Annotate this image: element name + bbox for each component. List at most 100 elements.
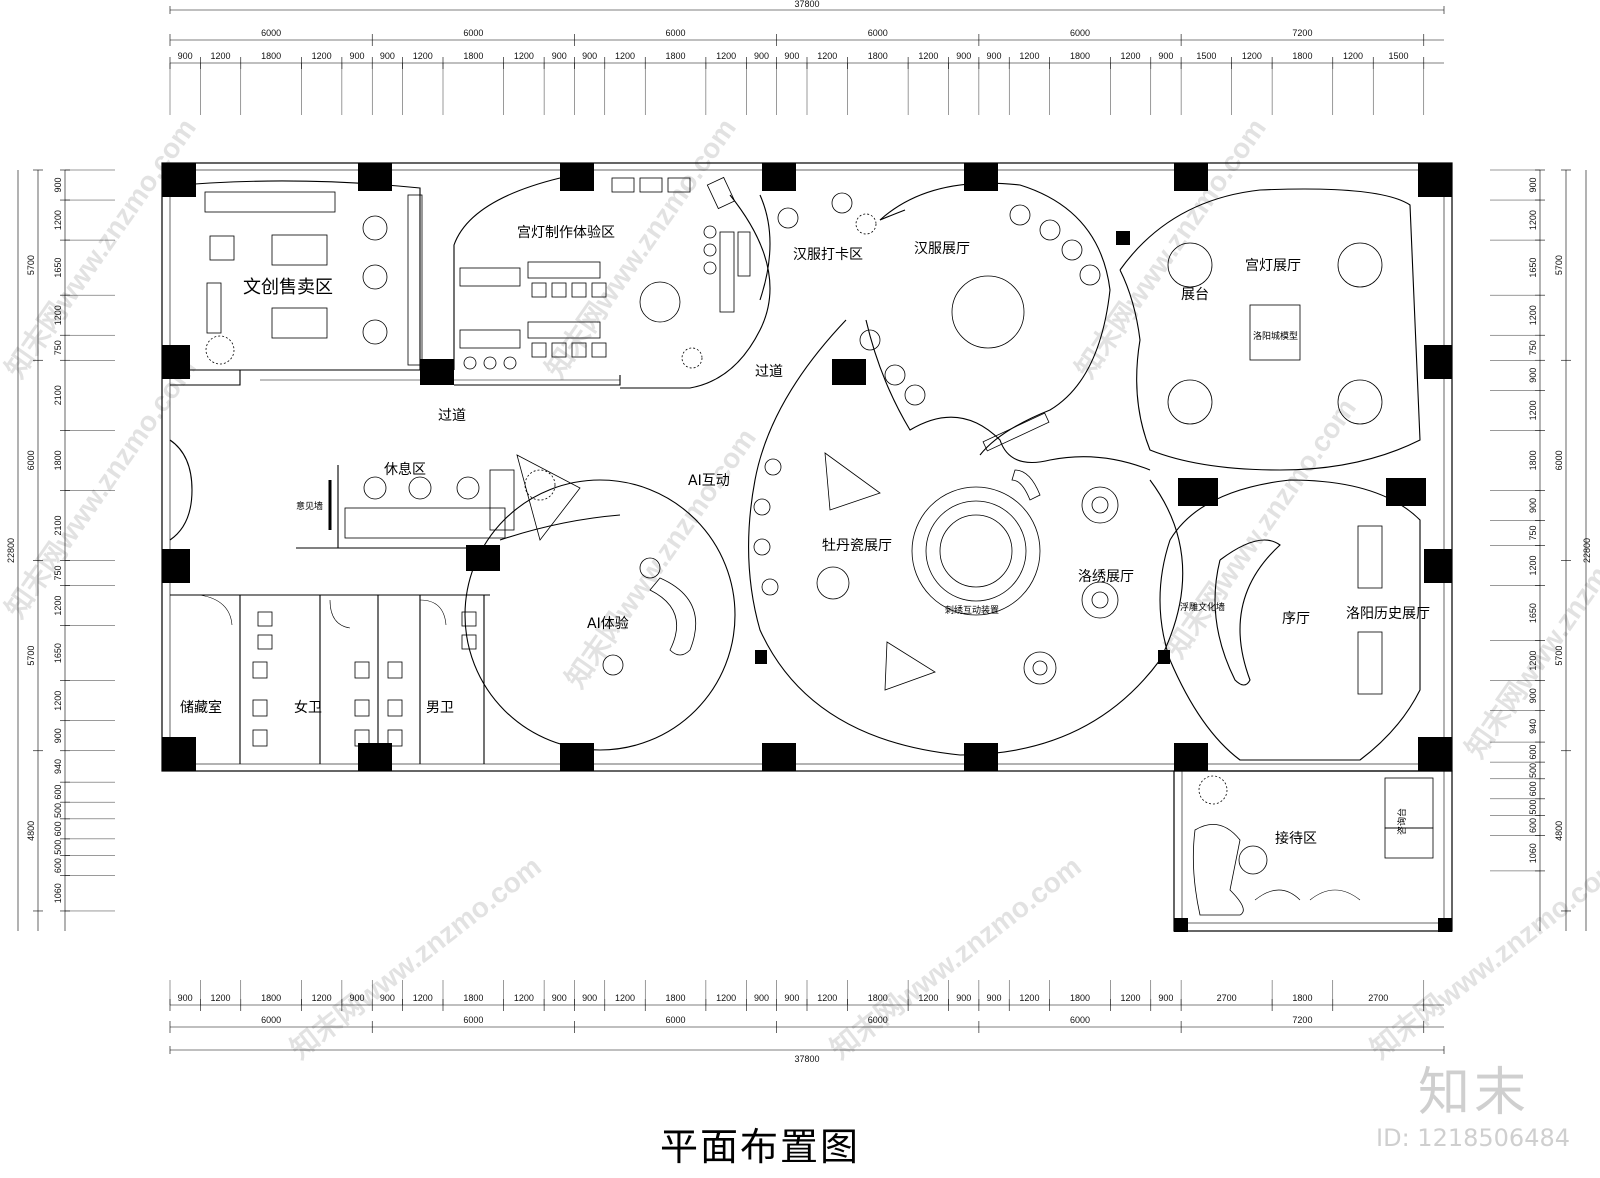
dimension-label: 600: [1528, 818, 1538, 833]
dimension-label: 1200: [53, 596, 63, 616]
label-luoyang-model: 洛阳城模型: [1253, 330, 1298, 342]
dimension-label: 1200: [615, 51, 635, 61]
dimension-label: 1200: [312, 51, 332, 61]
dimension-label: 1500: [1196, 51, 1216, 61]
dimension-label: 1060: [1528, 843, 1538, 863]
dimension-label: 1800: [463, 993, 483, 1003]
dimension-label: 750: [1528, 340, 1538, 355]
dimension-label: 900: [987, 993, 1002, 1003]
label-mudan: 牡丹瓷展厅: [822, 538, 892, 554]
overall-dimension: 37800: [794, 0, 819, 9]
dimension-label: 1800: [1070, 51, 1090, 61]
dimension-label: 900: [1528, 498, 1538, 513]
svg-text:知末网www.znzmo.com: 知末网www.znzmo.com: [824, 850, 1087, 1065]
dimension-label: 1200: [817, 993, 837, 1003]
dimension-label: 940: [53, 759, 63, 774]
dimension-label: 1060: [53, 883, 63, 903]
dimension-label: 1200: [53, 305, 63, 325]
svg-text:知末网www.znzmo.com: 知末网www.znzmo.com: [539, 112, 742, 383]
overall-dimension: 37800: [794, 1054, 819, 1064]
side-total-dimension: 22800: [6, 538, 16, 563]
dimension-label: 1650: [1528, 258, 1538, 278]
dimension-label: 6000: [463, 1015, 483, 1025]
dimension-label: 4800: [26, 821, 36, 841]
dimension-label: 900: [380, 993, 395, 1003]
dimension-label: 900: [53, 178, 63, 193]
dimension-label: 6000: [26, 450, 36, 470]
furniture: [204, 176, 1383, 916]
svg-text:知末网www.znzmo.com: 知末网www.znzmo.com: [1364, 850, 1600, 1065]
dimension-label: 900: [350, 993, 365, 1003]
dimension-label: 1200: [1343, 51, 1363, 61]
dimension-label: 1800: [666, 51, 686, 61]
dimension-label: 4800: [1554, 821, 1564, 841]
dimension-label: 2100: [53, 385, 63, 405]
dimension-label: 1800: [666, 993, 686, 1003]
label-fudiao: 浮雕文化墙: [1180, 601, 1225, 613]
dimension-label: 1200: [514, 51, 534, 61]
dimension-label: 1200: [413, 993, 433, 1003]
dimension-label: 6000: [1070, 1015, 1090, 1025]
dimension-label: 1200: [514, 993, 534, 1003]
label-xiuxi: 休息区: [384, 461, 426, 478]
dimension-label: 750: [53, 340, 63, 355]
dimension-label: 6000: [261, 28, 281, 38]
dimension-label: 1800: [1292, 993, 1312, 1003]
dimension-label: 1200: [716, 993, 736, 1003]
dimension-label: 6000: [666, 28, 686, 38]
dimension-label: 1200: [211, 51, 231, 61]
watermark-id: ID: 1218506484: [1376, 1124, 1570, 1152]
dimension-label: 1800: [463, 51, 483, 61]
label-hanfu-zhanting: 汉服展厅: [914, 241, 970, 257]
dimension-label: 1200: [413, 51, 433, 61]
dimension-label: 600: [53, 785, 63, 800]
dimension-label: 1500: [1388, 51, 1408, 61]
dimension-label: 1800: [261, 993, 281, 1003]
building-outline: [161, 162, 1453, 932]
dimension-label: 900: [53, 728, 63, 743]
label-nanwei: 男卫: [426, 700, 454, 716]
label-gongdeng-zhizuo: 宫灯制作体验区: [517, 225, 615, 241]
dimension-label: 2100: [53, 515, 63, 535]
dimension-label: 940: [1528, 719, 1538, 734]
label-yijianqiang: 意见墙: [296, 500, 323, 512]
dimension-label: 1200: [53, 691, 63, 711]
dimension-label: 6000: [666, 1015, 686, 1025]
dimension-label: 900: [784, 51, 799, 61]
label-zhantai: 展台: [1181, 287, 1209, 303]
label-luoxiu: 洛绣展厅: [1078, 569, 1134, 585]
dimension-label: 1650: [53, 643, 63, 663]
dimension-label: 1800: [261, 51, 281, 61]
label-wenchuang: 文创售卖区: [243, 277, 333, 298]
dimension-label: 900: [956, 51, 971, 61]
dimension-chains: 37800 6000 6000 6000 6000 6000 7200 900 1200 1800…: [6, 0, 1592, 1064]
dimension-label: 900: [956, 993, 971, 1003]
dimension-label: 1650: [53, 258, 63, 278]
dimension-label: 1200: [1019, 51, 1039, 61]
dimension-label: 500: [1528, 763, 1538, 778]
label-luoyang-history: 洛阳历史展厅: [1346, 606, 1430, 622]
label-ai-tiyan: AI体验: [587, 616, 629, 632]
label-guodao-left: 过道: [438, 408, 466, 424]
dimension-label: 900: [350, 51, 365, 61]
dimension-label: 900: [380, 51, 395, 61]
dimension-label: 900: [552, 51, 567, 61]
dimension-label: 1800: [1528, 450, 1538, 470]
label-guodao-top: 过道: [755, 364, 783, 380]
dimension-label: 1200: [1242, 51, 1262, 61]
dimension-label: 7200: [1292, 28, 1312, 38]
dimension-label: 1200: [312, 993, 332, 1003]
dimension-label: 750: [53, 566, 63, 581]
dimension-label: 1200: [1528, 210, 1538, 230]
dimension-label: 1800: [1292, 51, 1312, 61]
drawing-title: 平面布置图: [659, 1125, 860, 1169]
dimension-label: 6000: [261, 1015, 281, 1025]
dimension-label: 1200: [1528, 651, 1538, 671]
dimension-label: 900: [552, 993, 567, 1003]
dimension-label: 900: [754, 993, 769, 1003]
dimension-label: 5700: [1554, 255, 1564, 275]
dimension-label: 1800: [868, 993, 888, 1003]
side-total-dimension: 22800: [1582, 538, 1592, 563]
dimension-label: 1200: [918, 51, 938, 61]
